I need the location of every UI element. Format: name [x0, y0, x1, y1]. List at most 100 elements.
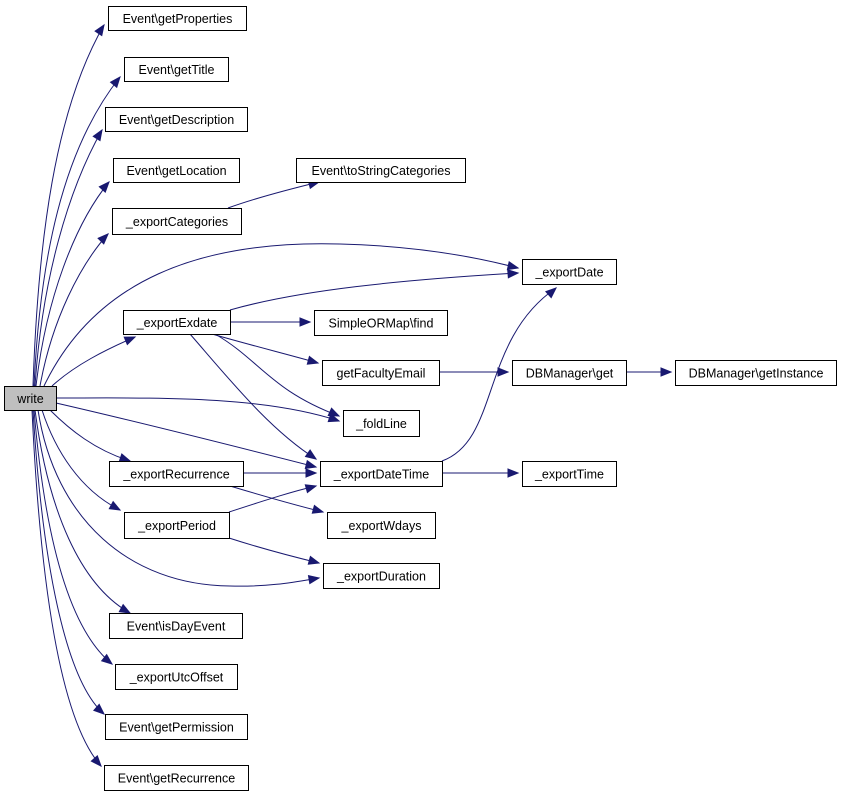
node-get-instance[interactable]: DBManager\getInstance — [675, 360, 837, 386]
node-label: _exportWdays — [341, 519, 422, 533]
edge-write-exportRecurrence — [49, 409, 132, 463]
node-label: _exportDuration — [336, 570, 426, 584]
edge-exportDateTime-exportTime — [442, 468, 520, 478]
node-label: _exportUtcOffset — [129, 671, 224, 685]
node-box — [109, 461, 244, 487]
arrowhead — [311, 504, 325, 514]
node-export-wdays[interactable]: _exportWdays — [327, 512, 436, 539]
call-edges — [31, 23, 673, 768]
edge-dbGet-getInstance — [626, 367, 673, 377]
edge-write-exportExdate — [51, 336, 137, 387]
node-get-recurrence[interactable]: Event\getRecurrence — [104, 765, 249, 791]
edge-write-getProperties — [32, 23, 105, 387]
edge-write-getPermission — [32, 409, 106, 715]
edge-line — [37, 409, 320, 587]
edge-exportDateTime-exportDate — [441, 287, 558, 462]
arrowhead — [123, 336, 137, 346]
edge-exportCategories-toString — [227, 179, 321, 209]
node-fold-line[interactable]: _foldLine — [343, 410, 420, 437]
arrowhead — [497, 367, 510, 377]
edge-exportExdate-foldLine — [214, 333, 341, 417]
node-box — [296, 158, 466, 183]
node-export-date-time[interactable]: _exportDateTime — [320, 461, 443, 487]
edge-line — [34, 409, 131, 614]
edge-line — [31, 409, 102, 767]
edge-line — [211, 333, 319, 364]
edge-exportPeriod-exportDateTime — [228, 484, 318, 513]
edge-exportExdate-exportDateTime — [189, 333, 318, 460]
node-export-utc-offset[interactable]: _exportUtcOffset — [115, 664, 238, 690]
node-export-categories[interactable]: _exportCategories — [112, 208, 242, 235]
node-get-permission[interactable]: Event\getPermission — [105, 714, 248, 740]
node-get-properties[interactable]: Event\getProperties — [108, 6, 247, 31]
edge-write-exportUtcOffset — [33, 409, 114, 665]
edge-line — [43, 243, 519, 387]
edge-facultyEmail-dbGet — [439, 367, 510, 377]
node-export-recurrence[interactable]: _exportRecurrence — [109, 461, 244, 487]
node-db-get[interactable]: DBManager\get — [512, 360, 627, 386]
node-label: SimpleORMap\find — [329, 317, 434, 331]
node-to-string-categories[interactable]: Event\toStringCategories — [296, 158, 466, 183]
node-box — [323, 563, 440, 589]
node-box — [675, 360, 837, 386]
node-get-title[interactable]: Event\getTitle — [124, 57, 229, 82]
edge-line — [441, 287, 557, 462]
edge-line — [229, 272, 519, 311]
node-label: getFacultyEmail — [337, 367, 426, 381]
arrowhead — [118, 603, 132, 614]
arrowhead — [94, 23, 105, 37]
edge-write-isDayEvent — [34, 409, 132, 614]
node-label: Event\isDayEvent — [127, 620, 226, 634]
node-box — [105, 107, 248, 132]
node-get-faculty-email[interactable]: getFacultyEmail — [322, 360, 440, 386]
edge-exportRecurrence-exportWdays — [229, 485, 325, 514]
edge-line — [214, 333, 340, 417]
edge-line — [55, 402, 317, 468]
call-nodes: write Event\getPropertiesEvent\getTitleEv… — [4, 6, 837, 791]
arrowhead — [306, 355, 320, 365]
node-label: _exportDateTime — [333, 468, 429, 482]
node-label: DBManager\get — [526, 367, 614, 381]
edge-exportRecurrence-exportDateTime — [243, 468, 318, 478]
node-box — [320, 461, 443, 487]
arrowhead — [92, 128, 103, 142]
node-is-day-event[interactable]: Event\isDayEvent — [109, 613, 243, 639]
node-export-time[interactable]: _exportTime — [522, 461, 617, 487]
arrowhead — [97, 233, 109, 245]
node-box — [124, 57, 229, 82]
edge-write-getTitle — [33, 75, 121, 387]
edge-write-foldLine — [55, 397, 341, 423]
edge-write-exportDate — [43, 243, 520, 387]
edge-exportExdate-facultyEmail — [211, 333, 320, 365]
edge-line — [35, 181, 110, 387]
edge-line — [55, 397, 340, 422]
node-box — [322, 360, 440, 386]
arrowhead — [304, 459, 318, 470]
arrowhead — [307, 575, 321, 585]
arrowhead — [100, 653, 114, 665]
node-label: _exportPeriod — [137, 519, 216, 533]
arrowhead — [118, 453, 132, 463]
edge-write-exportDuration — [37, 409, 321, 587]
node-export-period[interactable]: _exportPeriod — [124, 512, 230, 539]
node-get-description[interactable]: Event\getDescription — [105, 107, 248, 132]
node-label: Event\getTitle — [139, 63, 215, 77]
node-box — [109, 613, 243, 639]
node-label: Event\getRecurrence — [118, 772, 235, 786]
node-label: Event\getDescription — [119, 113, 234, 127]
edge-line — [51, 336, 136, 387]
edge-line — [49, 409, 131, 462]
node-find[interactable]: SimpleORMap\find — [314, 310, 448, 336]
edge-line — [41, 409, 121, 511]
edge-line — [39, 233, 109, 387]
node-label: Event\toStringCategories — [312, 164, 451, 178]
node-export-duration[interactable]: _exportDuration — [323, 563, 440, 589]
node-export-exdate[interactable]: _exportExdate — [123, 310, 231, 335]
node-export-date[interactable]: _exportDate — [522, 259, 617, 285]
arrowhead — [545, 287, 558, 299]
node-get-location[interactable]: Event\getLocation — [113, 158, 240, 183]
node-write[interactable]: write — [4, 386, 57, 411]
node-label: _exportDate — [534, 266, 603, 280]
node-box — [522, 461, 617, 487]
